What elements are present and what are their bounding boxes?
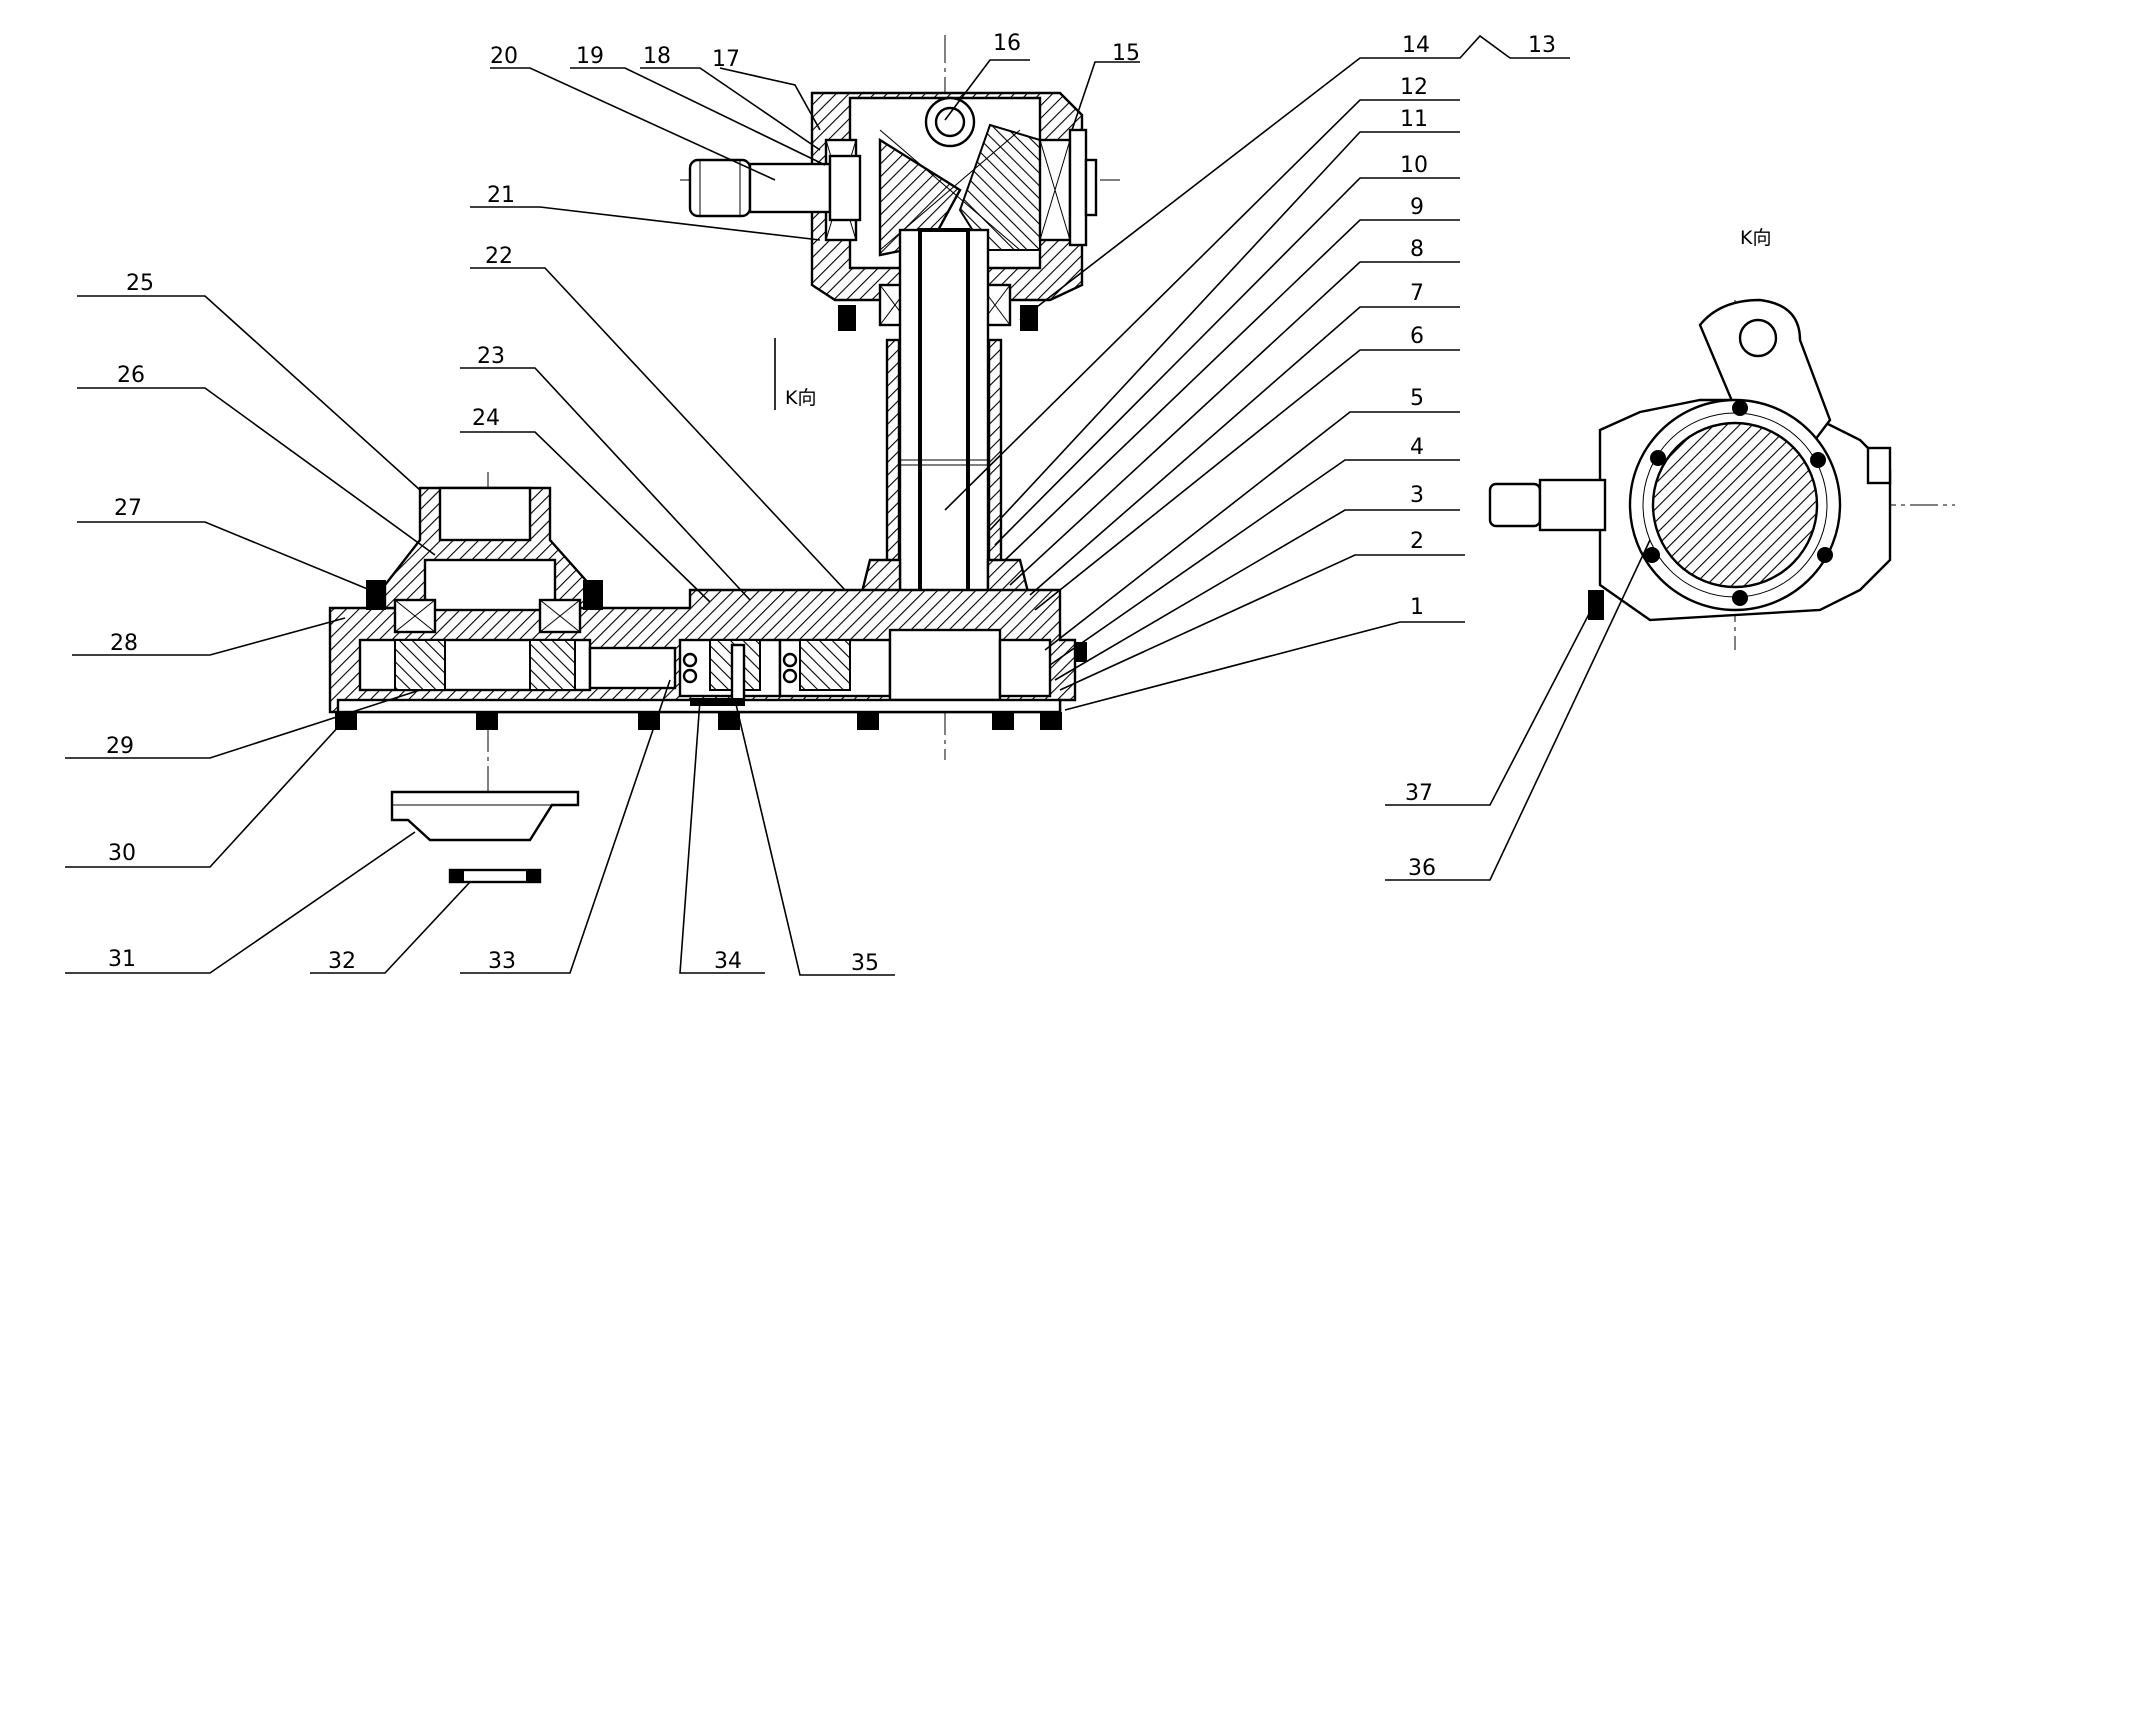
part-label: 19 [576, 44, 604, 69]
part-label: 4 [1410, 435, 1424, 460]
part-label: 5 [1410, 386, 1424, 411]
input-shaft [688, 154, 862, 222]
part-label: 8 [1410, 237, 1424, 262]
part-label: 22 [485, 244, 513, 269]
gear-box-base [328, 588, 1087, 730]
part-label: 27 [114, 496, 142, 521]
part-label: 34 [714, 949, 742, 974]
part-label: 35 [851, 951, 879, 976]
part-label: 17 [712, 47, 740, 72]
part-label: 21 [487, 183, 515, 208]
part-label: 18 [643, 44, 671, 69]
part-label: 20 [490, 44, 518, 69]
part-label: 14 [1402, 33, 1430, 58]
part-label: 25 [126, 271, 154, 296]
part-label: 12 [1400, 75, 1428, 100]
leader-lines [65, 34, 1651, 976]
part-label: 36 [1408, 856, 1436, 881]
washer [448, 868, 542, 884]
part-label: 15 [1112, 41, 1140, 66]
part-labels: 1 2 3 4 5 6 7 8 9 10 11 12 13 14 15 16 1… [106, 31, 1556, 976]
part-label: 28 [110, 631, 138, 656]
part-label: 2 [1410, 529, 1424, 554]
output-hub [366, 486, 603, 634]
k-view-shaft-section [1651, 421, 1819, 589]
part-label: 13 [1528, 33, 1556, 58]
part-label: 16 [993, 31, 1021, 56]
part-label: 1 [1410, 595, 1424, 620]
part-label: 10 [1400, 153, 1428, 178]
part-label: 9 [1410, 195, 1424, 220]
part-label: 7 [1410, 281, 1424, 306]
part-label: 32 [328, 949, 356, 974]
k-view-input-shaft [1488, 482, 1542, 528]
part-label: 33 [488, 949, 516, 974]
part-label: 6 [1410, 324, 1424, 349]
part-label: 11 [1400, 107, 1428, 132]
part-label: 31 [108, 947, 136, 972]
part-label: 29 [106, 734, 134, 759]
view-label-title: K向 [1740, 227, 1771, 249]
part-label: 37 [1405, 781, 1433, 806]
cover-plate [390, 790, 580, 842]
part-label: 30 [108, 841, 136, 866]
part-label: 23 [477, 344, 505, 369]
view-label-side: K向 [785, 387, 816, 409]
part-label: 26 [117, 363, 145, 388]
main-section-view: K向 [328, 35, 1120, 884]
k-view: K向 [1488, 227, 1955, 650]
part-label: 24 [472, 406, 500, 431]
part-label: 3 [1410, 483, 1424, 508]
